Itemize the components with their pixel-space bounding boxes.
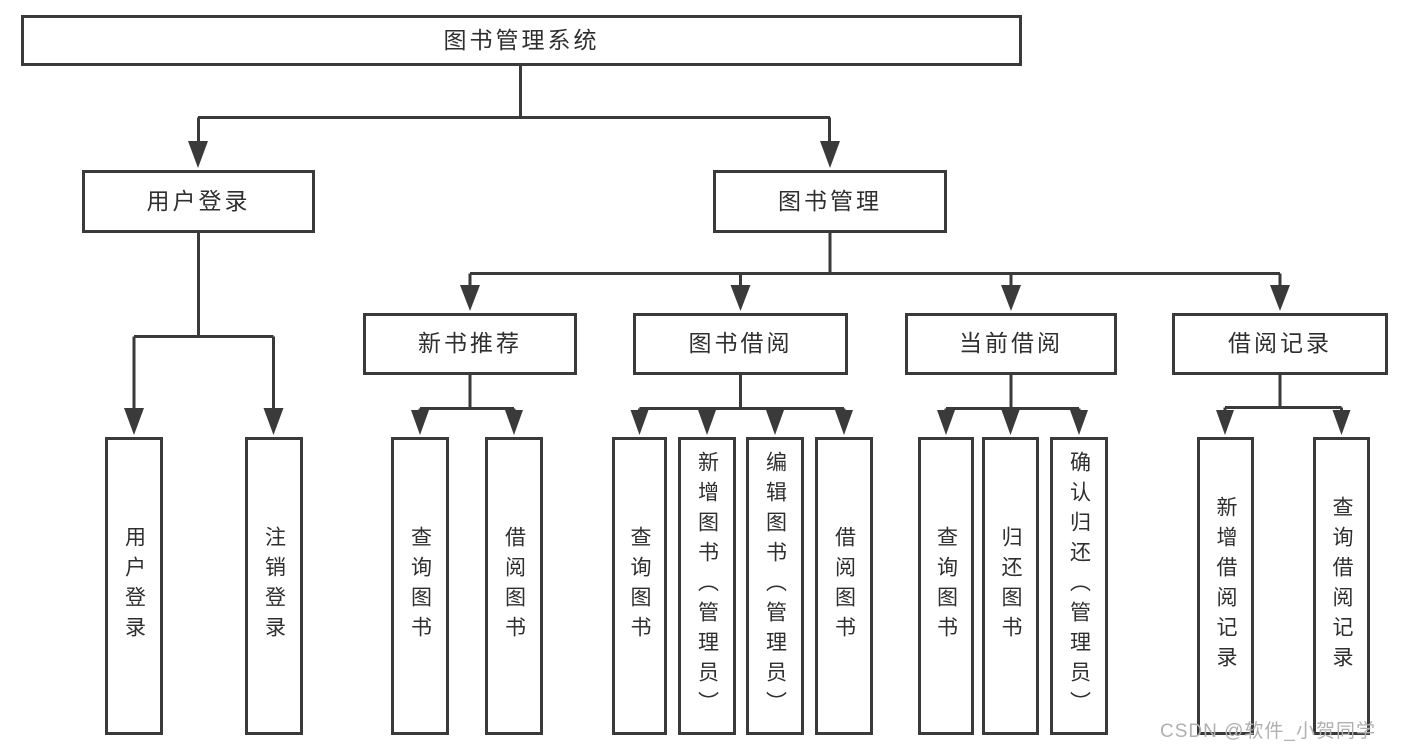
arrow-down-icon <box>820 141 840 168</box>
node-confirm-return-admin: 确认归还（管理员） <box>1050 437 1108 735</box>
connector-user-login-branch <box>132 233 275 409</box>
arrow-down-icon <box>630 410 649 435</box>
node-book-borrowing: 图书借阅 <box>633 313 848 375</box>
arrow-down-icon <box>835 410 853 435</box>
connector-borrow-record-branch <box>1223 375 1343 412</box>
arrow-down-icon <box>460 285 480 311</box>
csdn-watermark: CSDN @软件_小贺同学 <box>1160 721 1376 742</box>
node-query-borrow-record: 查询借阅记录 <box>1313 437 1370 735</box>
arrow-down-icon <box>937 410 955 435</box>
node-user-login: 用户登录 <box>82 170 315 233</box>
node-edit-books-admin: 编辑图书（管理员） <box>746 437 804 735</box>
node-borrow-books-borrowing: 借阅图书 <box>815 437 873 735</box>
arrowheads <box>124 141 1351 435</box>
node-logout-leaf: 注销登录 <box>245 437 303 735</box>
arrow-down-icon <box>1216 410 1234 435</box>
connector-book-management-branch <box>468 233 1282 287</box>
arrow-down-icon <box>766 410 784 435</box>
node-add-books-admin: 新增图书（管理员） <box>678 437 736 735</box>
arrow-down-icon <box>1070 410 1088 435</box>
node-user-login-leaf: 用户登录 <box>105 437 163 735</box>
node-return-books: 归还图书 <box>982 437 1039 735</box>
arrow-down-icon <box>1270 285 1290 311</box>
arrow-down-icon <box>1332 410 1351 435</box>
node-borrowing-records: 借阅记录 <box>1172 313 1388 375</box>
arrow-down-icon <box>698 410 716 435</box>
arrow-down-icon <box>263 408 284 435</box>
node-add-borrow-record: 新增借阅记录 <box>1197 437 1254 735</box>
node-new-book-recommend: 新书推荐 <box>363 313 577 375</box>
node-system-root: 图书管理系统 <box>21 15 1022 66</box>
arrow-down-icon <box>730 285 751 311</box>
connector-root-to-level2 <box>197 66 831 143</box>
connector-new-book-branch <box>418 375 516 412</box>
node-query-books-newbook: 查询图书 <box>391 437 449 735</box>
arrow-down-icon <box>411 410 429 435</box>
node-query-books-borrowing: 查询图书 <box>612 437 667 735</box>
node-book-management: 图书管理 <box>713 170 947 233</box>
arrow-down-icon <box>188 141 208 168</box>
node-query-books-current: 查询图书 <box>918 437 974 735</box>
arrow-down-icon <box>505 410 523 435</box>
node-borrow-books-newbook: 借阅图书 <box>485 437 543 735</box>
connector-current-borrow-branch <box>944 375 1081 412</box>
arrow-down-icon <box>1001 285 1021 311</box>
connector-book-borrow-branch <box>638 375 846 412</box>
connector-lines <box>132 66 1343 412</box>
arrow-down-icon <box>124 408 144 435</box>
node-current-borrowing: 当前借阅 <box>905 313 1117 375</box>
arrow-down-icon <box>1001 410 1020 435</box>
